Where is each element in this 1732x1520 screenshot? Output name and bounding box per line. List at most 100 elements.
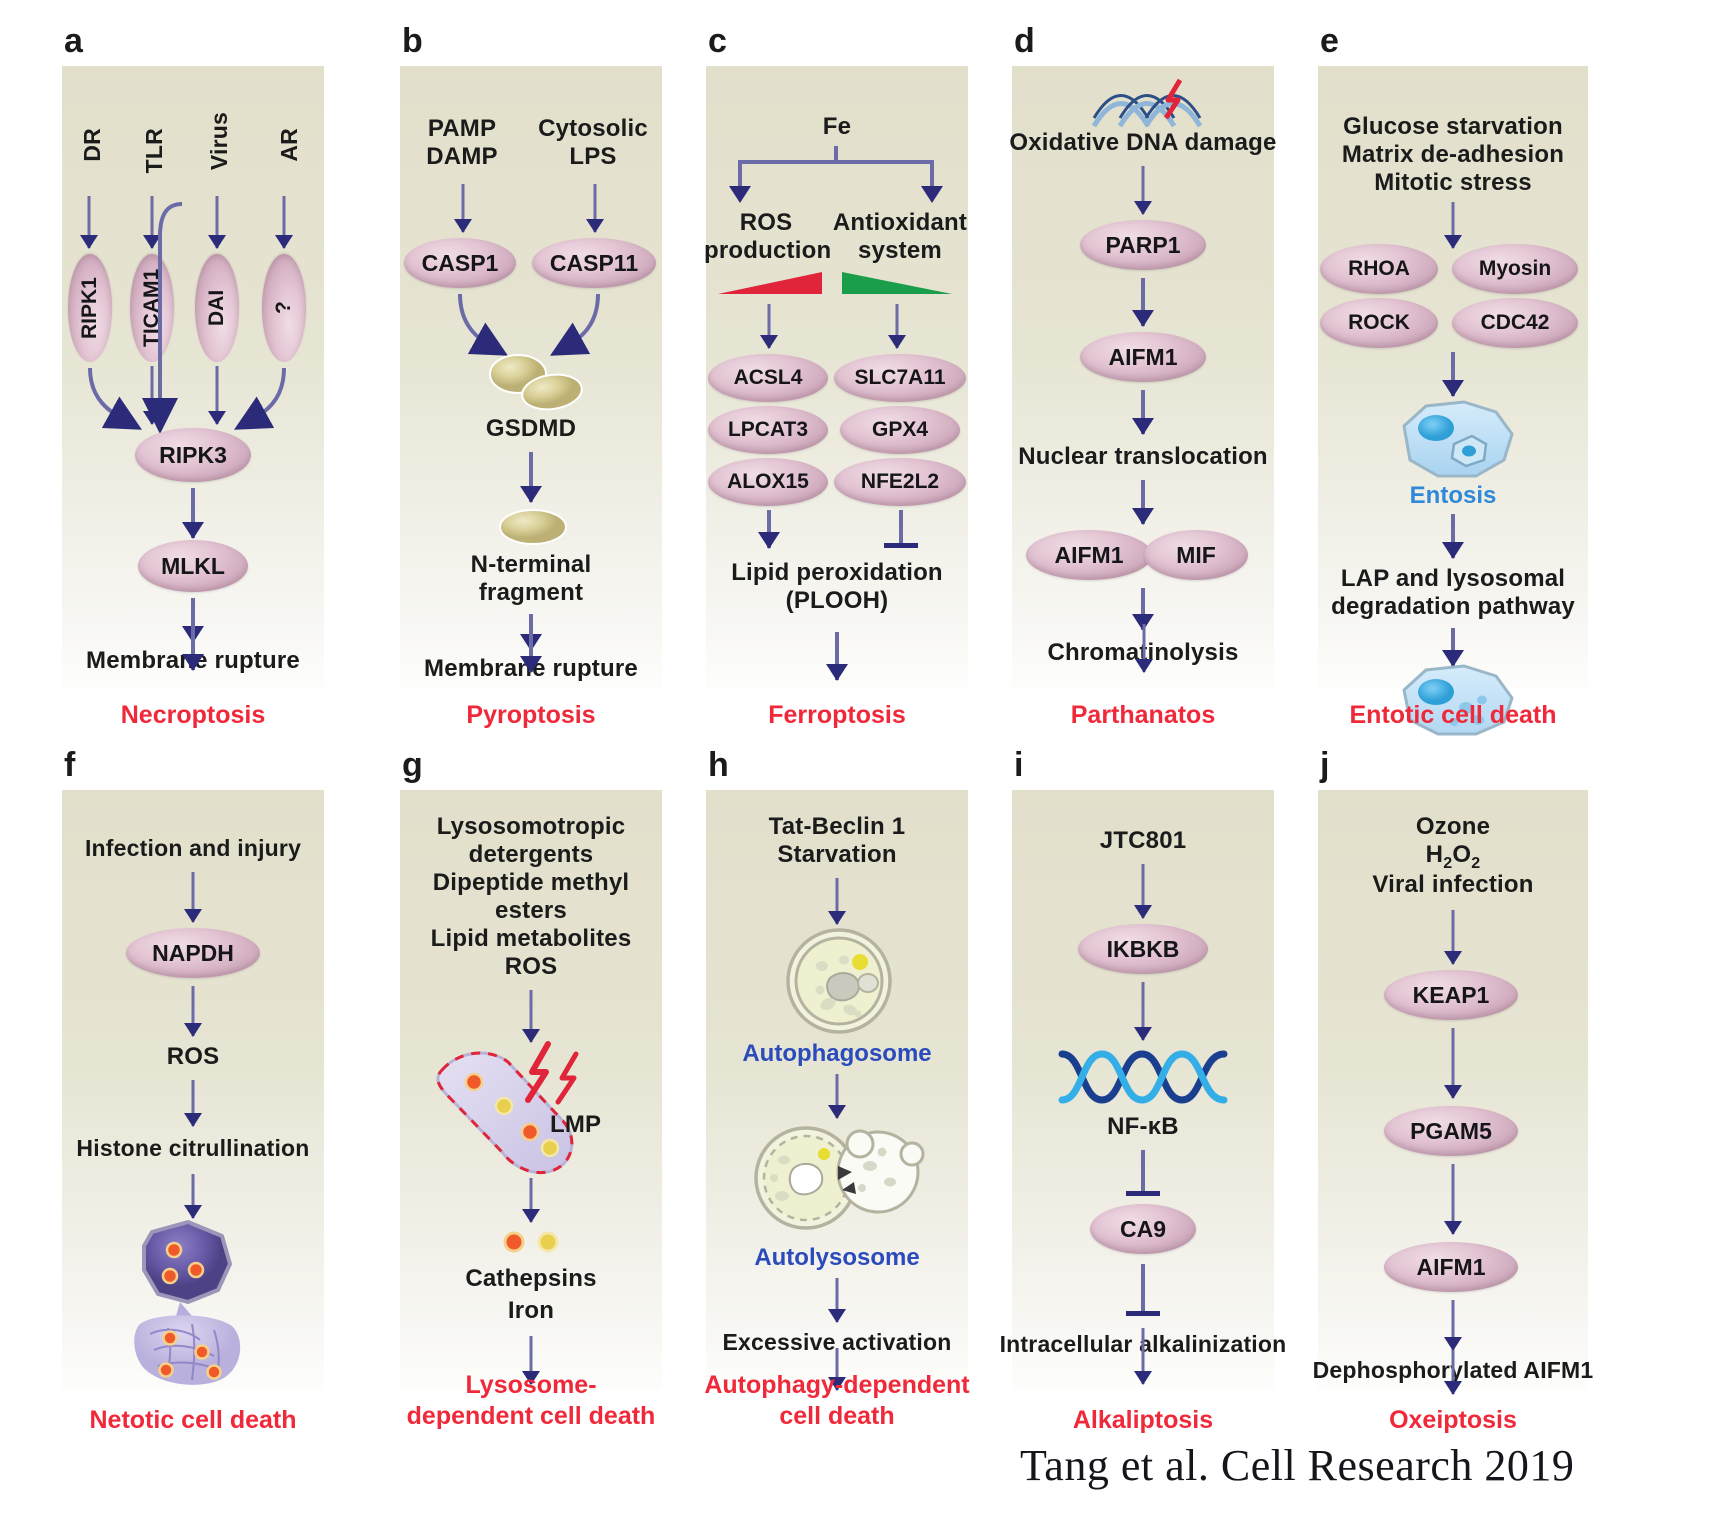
damaged-dna-icon <box>1088 78 1206 136</box>
arrow-h-to-outcome <box>826 1348 848 1391</box>
outcome-autophagy-line2: cell death <box>779 1402 895 1431</box>
node-mlkl: MLKL <box>138 540 248 592</box>
panel-j-letter: j <box>1320 746 1330 784</box>
event-lipid-peroxidation: Lipid peroxidation <box>731 559 943 586</box>
inhibition-nfkb-to-ca9 <box>1126 1150 1160 1196</box>
stimulus-dr: DR <box>79 128 105 162</box>
arrow-jtc801-to-ikbkb <box>1132 864 1154 919</box>
outcome-parthanatos: Parthanatos <box>1070 701 1216 729</box>
stimulus-glucose-starvation: Glucose starvation <box>1343 113 1563 140</box>
panel-g-letter: g <box>402 746 423 784</box>
input-fe: Fe <box>822 113 852 140</box>
step-histone-citrullination: Histone citrullination <box>76 1135 310 1161</box>
panel-i-letter: i <box>1014 746 1024 784</box>
label-n-terminal: N-terminal <box>470 551 592 578</box>
arrow-dr-to-ripk1 <box>78 196 100 249</box>
step-nuclear-translocation: Nuclear translocation <box>1018 443 1268 470</box>
node-nfe2l2: NFE2L2 <box>834 458 966 506</box>
stimulus-lipid-metabolites: Lipid metabolites <box>430 925 632 952</box>
node-keap1: KEAP1 <box>1384 970 1518 1020</box>
stimulus-h2o2: H2O2 <box>1425 841 1481 872</box>
arrow-d-to-outcome <box>1133 624 1155 673</box>
stimulus-lysosomotropic: Lysosomotropic <box>436 813 626 840</box>
arrow-ripk3-to-mlkl <box>182 488 204 539</box>
node-aifm1: AIFM1 <box>1080 332 1206 382</box>
panel-i: i JTC801 IKBKB NF-κB CA9 Intracellular a… <box>1000 746 1286 1390</box>
node-casp11: CASP11 <box>532 238 656 288</box>
branch-ros-line2: production <box>704 237 832 264</box>
label-autophagosome: Autophagosome <box>742 1040 932 1067</box>
panel-f: f Infection and injury NAPDH ROS Histone… <box>62 746 324 1390</box>
panel-d-letter: d <box>1014 22 1035 60</box>
panel-a-letter: a <box>64 22 83 60</box>
arrow-complex-to-chromatinolysis <box>1132 588 1154 631</box>
branch-antioxidant-line2: system <box>858 237 942 264</box>
arrow-ar-to-unknown <box>273 196 295 249</box>
arrow-ros-to-citrullination <box>182 1080 204 1127</box>
outcome-lysosome-line2: dependent cell death <box>406 1402 656 1431</box>
stimulus-jtc801: JTC801 <box>1099 827 1187 854</box>
arrow-stimuli-to-lmp <box>520 990 542 1043</box>
panel-h: h Tat-Beclin 1 Starvation Autophagosome <box>706 746 968 1390</box>
arrow-alox15-to-peroxidation <box>758 510 780 549</box>
node-dai: DAI <box>195 254 239 362</box>
node-ticam1: TICAM1 <box>130 254 174 362</box>
panel-d: d Oxidative DNA damage PARP1 AIFM1 Nucle… <box>1009 22 1276 688</box>
label-gsdmd: GSDMD <box>485 415 577 442</box>
stimulus-tat-beclin-1: Tat-Beclin 1 <box>768 813 906 840</box>
branch-antioxidant-line1: Antioxidant <box>832 209 968 236</box>
outcome-oxeiptosis: Oxeiptosis <box>1389 1406 1517 1434</box>
outcome-entotic-cell-death: Entotic cell death <box>1349 701 1557 729</box>
arrow-autolysosome-to-activation <box>826 1278 848 1323</box>
panel-e: e Glucose starvation Matrix de-adhesion … <box>1318 22 1588 736</box>
label-autolysosome: Autolysosome <box>754 1244 920 1271</box>
panel-f-letter: f <box>64 746 76 784</box>
figure-citation: Tang et al. Cell Research 2019 <box>1020 1441 1575 1490</box>
panel-h-letter: h <box>708 746 729 784</box>
arrow-stimuli-to-autophagosome <box>826 878 848 925</box>
arrow-ikbkb-to-nfkb <box>1132 982 1154 1041</box>
stimulus-matrix-deadhesion: Matrix de-adhesion <box>1341 141 1565 168</box>
arrow-stimuli-to-keap1 <box>1442 910 1464 965</box>
arrow-gsdmd-to-fragment <box>520 452 542 503</box>
product-iron: Iron <box>507 1297 555 1324</box>
arrow-translocation-to-complex <box>1132 480 1154 525</box>
panel-a: a DR TLR Virus AR RIPK1 TICAM1 DAI ? <box>62 22 324 688</box>
arrow-lmp-to-cathepsins <box>520 1178 542 1223</box>
stimulus-ozone: Ozone <box>1415 813 1491 840</box>
arrow-aifm1-to-dephosphorylated <box>1442 1300 1464 1351</box>
panel-b-letter: b <box>402 22 423 60</box>
stimulus-virus: Virus <box>206 112 232 171</box>
node-alox15: ALOX15 <box>708 458 828 506</box>
arrow-napdh-to-ros <box>182 986 204 1037</box>
node-ca9: CA9 <box>1090 1204 1196 1254</box>
stimulus-esters: esters <box>495 897 567 924</box>
autophagosome-icon <box>784 926 894 1036</box>
entotic-dying-cell-icon <box>1392 664 1518 736</box>
arrow-a-to-outcome <box>182 622 204 671</box>
stimulus-dipeptide-methyl: Dipeptide methyl <box>432 869 630 896</box>
outcome-necroptosis: Necroptosis <box>120 701 266 729</box>
outcome-lysosome-dependent-cell-death: Lysosome- dependent cell death <box>390 1370 672 1433</box>
arrow-dai-to-ripk3 <box>206 366 228 425</box>
stimulus-pamp: PAMP <box>427 115 497 142</box>
outcome-netotic-cell-death: Netotic cell death <box>89 1406 297 1434</box>
arrow-virus-to-dai <box>206 196 228 249</box>
product-cathepsins: Cathepsins <box>465 1265 597 1292</box>
stimulus-oxidative-dna-damage: Oxidative DNA damage <box>1009 129 1277 156</box>
fe-branch-connector <box>729 146 943 204</box>
label-fragment: fragment <box>478 579 584 606</box>
arrow-g-to-outcome <box>520 1336 542 1385</box>
step-lap-line1: LAP and lysosomal <box>1340 565 1566 592</box>
netotic-cell-icon <box>96 1218 292 1390</box>
stimulus-tlr: TLR <box>141 128 167 174</box>
node-napdh: NAPDH <box>126 928 260 978</box>
arrow-entosis-to-lap <box>1442 514 1464 559</box>
label-nfkb: NF-κB <box>1107 1113 1179 1140</box>
stimulus-cytosolic: Cytosolic <box>538 115 648 142</box>
lysosome-membrane-permeabilization-icon <box>424 1036 636 1180</box>
node-complex-mif: MIF <box>1144 530 1248 580</box>
arrow-autophagosome-to-autolysosome <box>826 1074 848 1119</box>
arrow-pgam5-to-aifm1 <box>1442 1164 1464 1235</box>
